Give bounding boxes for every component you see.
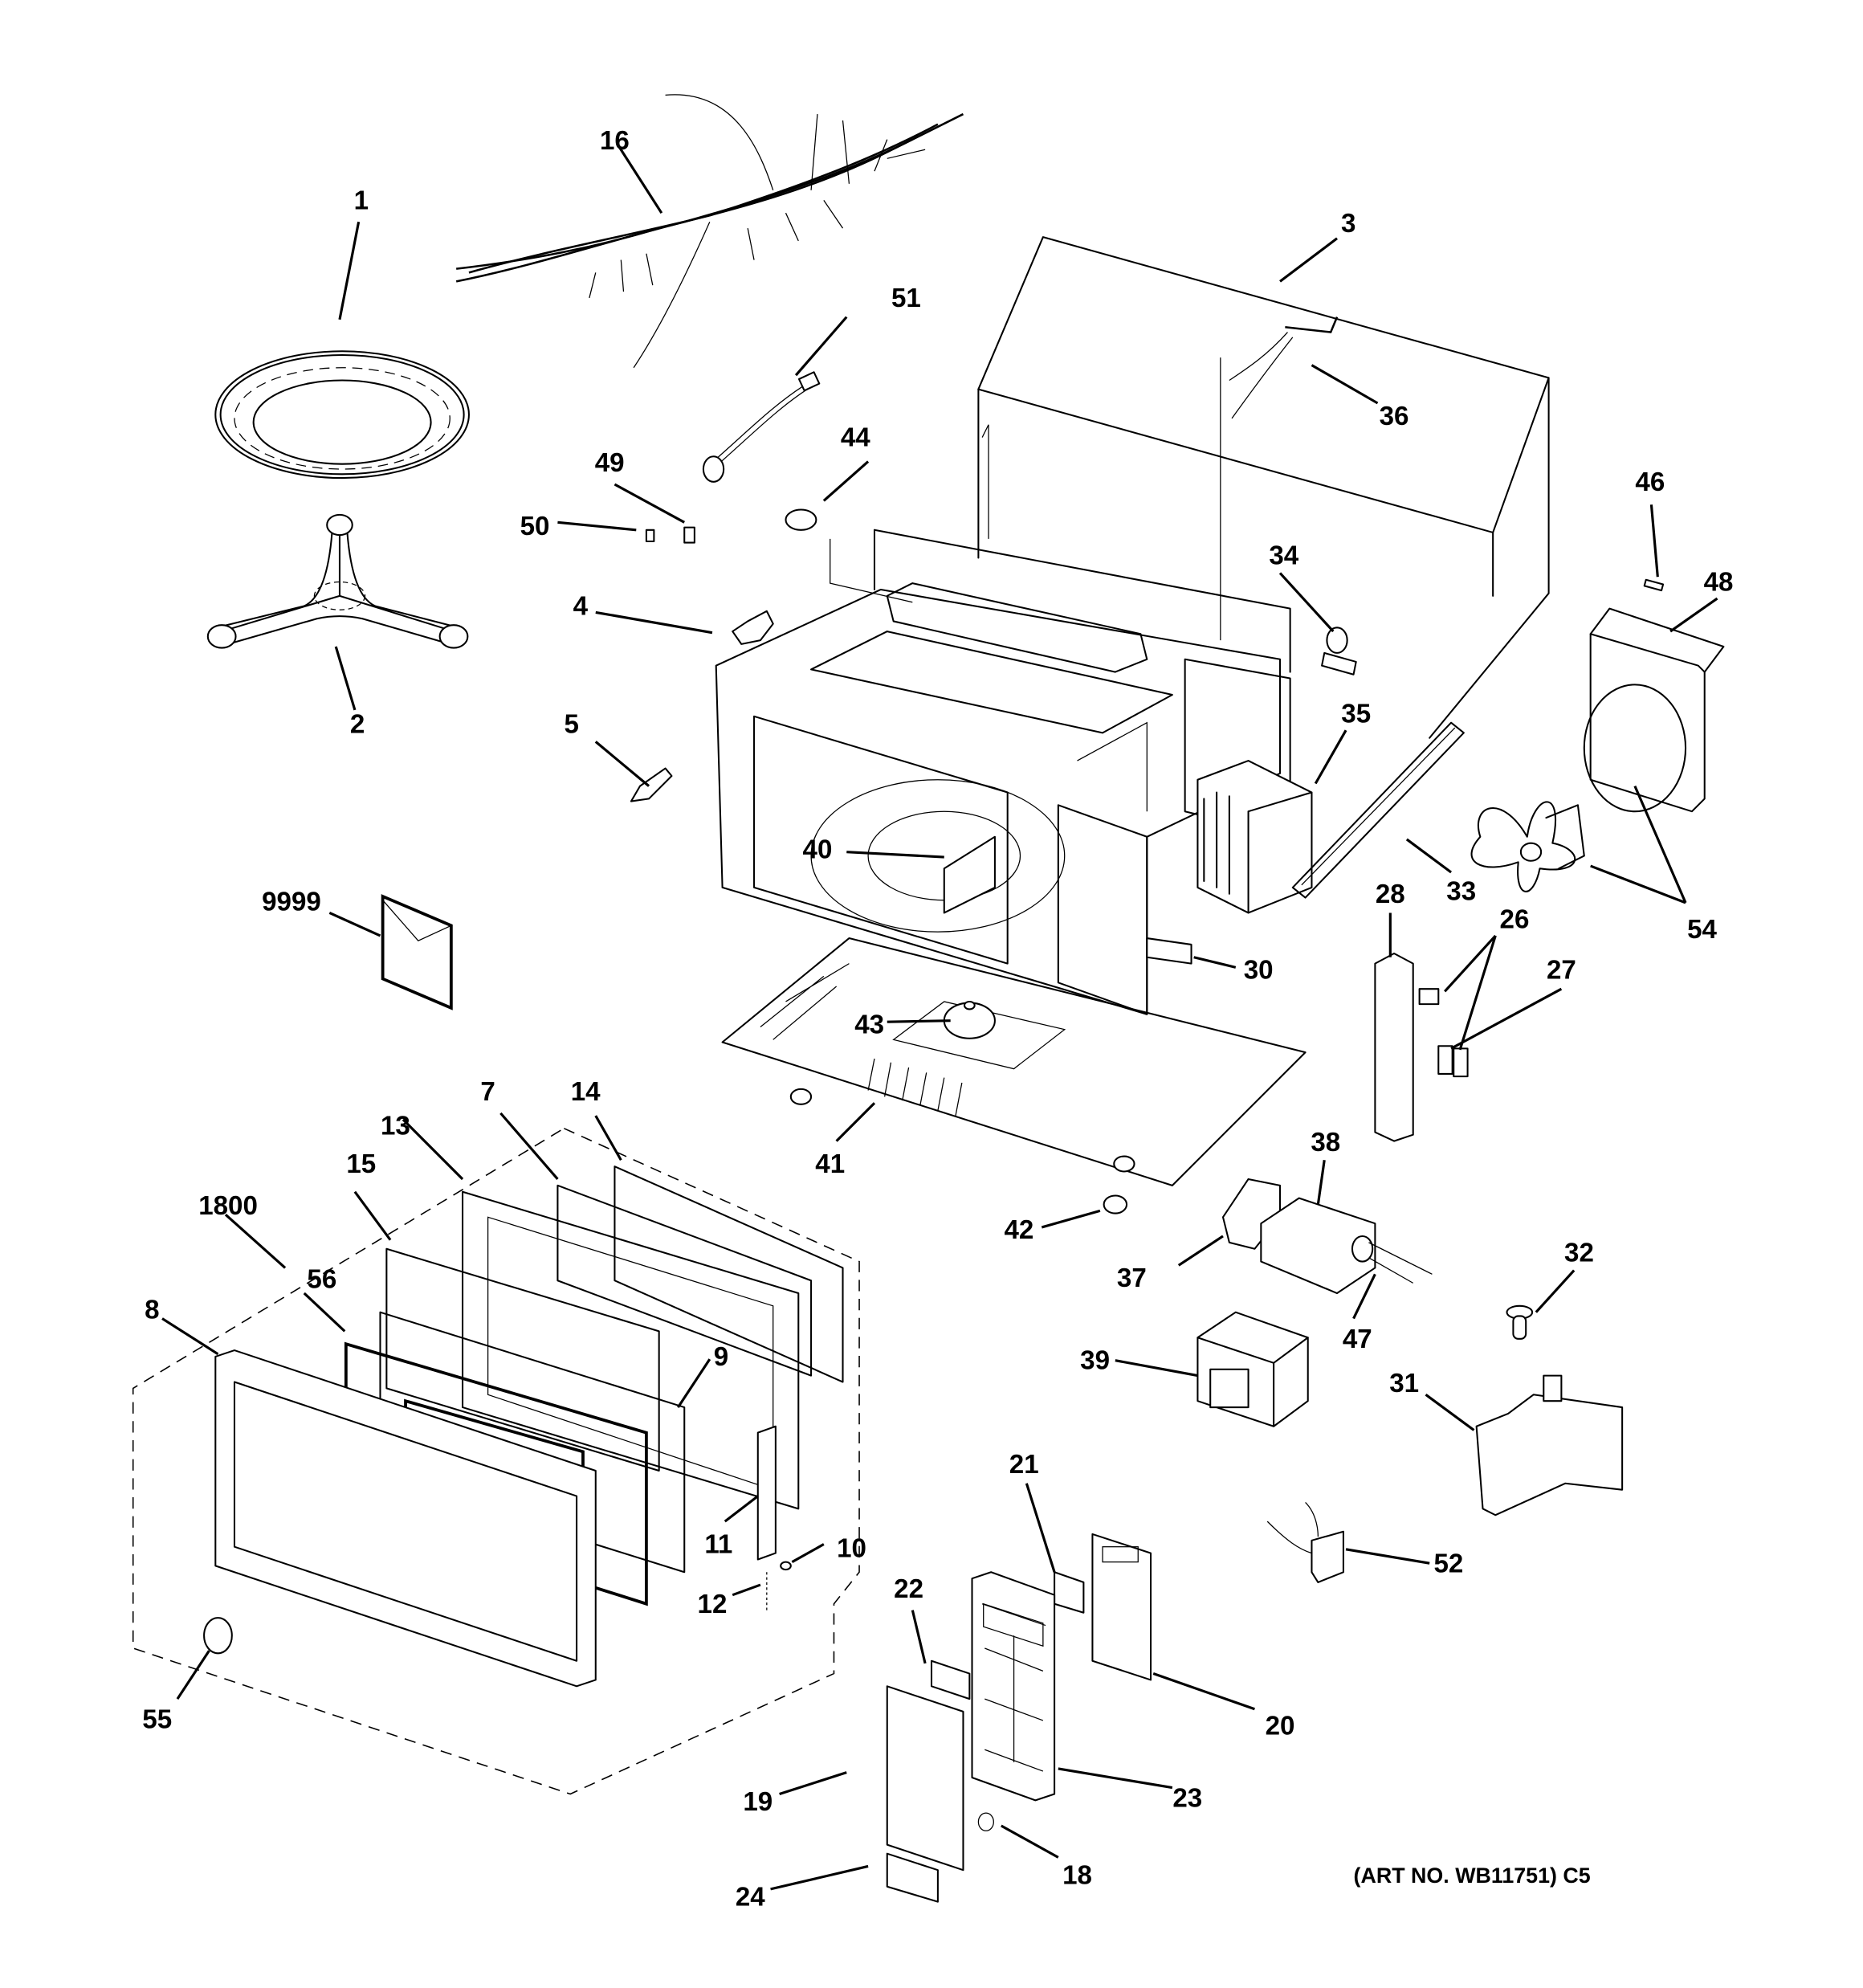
callout-door-choke: 7 <box>480 1077 495 1107</box>
callout-lamp-socket: 49 <box>595 448 625 478</box>
callout-fuse: 46 <box>1635 467 1665 497</box>
latch-board-drawing <box>1374 952 1469 1142</box>
callout-board-bracket: 21 <box>1009 1450 1039 1480</box>
callout-choke-cover: 14 <box>571 1077 601 1107</box>
callout-base-rail: 33 <box>1446 877 1476 907</box>
callout-screw: 10 <box>837 1533 866 1563</box>
lamp-drawing <box>1506 1304 1534 1340</box>
callout-literature-envelope: 9999 <box>262 887 321 916</box>
callout-thermostat: 44 <box>841 423 870 453</box>
callout-door-window: 56 <box>307 1265 336 1295</box>
foot-drawing <box>1103 1194 1128 1214</box>
envelope-drawing <box>381 894 453 1010</box>
bracket-drawing <box>1146 937 1192 965</box>
callout-door-assembly: 1800 <box>198 1191 258 1221</box>
transformer-drawing <box>1196 1311 1309 1427</box>
callout-foot: 42 <box>1004 1215 1033 1245</box>
callout-control-panel-frame: 23 <box>1172 1783 1202 1813</box>
power-cord-drawing <box>1220 316 1339 641</box>
turntable-motor-drawing <box>943 1000 996 1039</box>
callout-lamp: 32 <box>1564 1239 1594 1268</box>
callout-door-screen: 9 <box>714 1342 728 1372</box>
callout-fuse-holder: 48 <box>1704 568 1734 598</box>
sensor-drawing <box>702 371 821 483</box>
callout-sensor: 51 <box>891 284 921 313</box>
callout-clip: 50 <box>520 512 550 541</box>
callout-power-cord: 36 <box>1380 402 1409 431</box>
callout-waveguide-cover: 40 <box>803 835 833 865</box>
turntable-tray-drawing <box>214 350 470 480</box>
callout-door-panel: 13 <box>381 1112 410 1141</box>
callout-capacitor-bracket: 37 <box>1117 1263 1147 1293</box>
callout-labels: 1234578910111213141516181920212223242627… <box>142 126 1733 1912</box>
base-rail-drawing <box>1291 721 1465 899</box>
callout-release-button: 24 <box>736 1882 765 1912</box>
callout-interlock-switch: 26 <box>1500 904 1530 934</box>
callout-turntable-motor: 43 <box>854 1010 884 1039</box>
callout-outer-case: 3 <box>1341 209 1355 239</box>
callout-door-glass: 15 <box>346 1149 376 1179</box>
art-number: (ART NO. WB11751) C5 <box>1354 1863 1591 1888</box>
callout-monitor-switch: 27 <box>1547 956 1576 986</box>
lamp-socket-drawing <box>645 526 695 544</box>
oven-cavity-drawing <box>715 529 1291 1015</box>
air-duct-drawing <box>1475 1374 1624 1517</box>
base-plate-drawing <box>721 937 1307 1186</box>
callout-fan-motor-assembly: 54 <box>1687 915 1717 945</box>
callout-wire-harness: 16 <box>600 126 630 156</box>
waveguide-cover-drawing <box>943 835 996 914</box>
fan-assembly-drawing <box>1470 578 1725 892</box>
callout-display-window: 22 <box>894 1574 923 1604</box>
callout-turntable-tray: 1 <box>354 186 369 215</box>
wire-harness-drawing <box>455 94 964 369</box>
callout-transformer: 39 <box>1080 1346 1110 1376</box>
roller-support-drawing <box>206 513 469 649</box>
control-panel-drawing <box>886 1533 1152 1903</box>
callout-air-duct: 31 <box>1389 1369 1419 1398</box>
callout-roller-support: 2 <box>350 709 365 739</box>
capacitor-drawing <box>1221 1178 1433 1295</box>
callout-control-board: 20 <box>1266 1711 1295 1741</box>
magnetron-drawing <box>1196 760 1313 914</box>
callout-hinge-lower: 5 <box>565 709 579 739</box>
callout-capacitor: 38 <box>1311 1128 1340 1157</box>
thermal-cutout-drawing <box>1321 627 1357 676</box>
callout-thermal-cutout: 34 <box>1269 541 1298 570</box>
callout-hinge-upper: 4 <box>573 592 589 622</box>
callout-control-panel-cover: 19 <box>743 1787 773 1817</box>
outer-case-drawing <box>977 236 1550 739</box>
thermostat-drawing <box>785 508 913 603</box>
callout-diode: 47 <box>1343 1325 1372 1354</box>
callout-spring: 18 <box>1062 1861 1092 1891</box>
leader-lines <box>161 145 1718 1891</box>
callout-latch-board: 28 <box>1376 880 1405 909</box>
door-assembly-drawing <box>132 1127 860 1795</box>
noise-filter-drawing <box>1266 1502 1344 1583</box>
callout-door-latch: 11 <box>704 1530 732 1560</box>
callout-badge: 55 <box>142 1704 172 1734</box>
callout-noise-filter: 52 <box>1433 1549 1463 1578</box>
callout-latch-spring: 12 <box>698 1590 728 1619</box>
callout-bracket: 30 <box>1244 956 1274 986</box>
hinges-drawing <box>630 610 774 802</box>
callout-magnetron: 35 <box>1341 700 1371 729</box>
callout-door-frame: 8 <box>145 1296 159 1325</box>
callout-base-plate: 41 <box>815 1149 845 1179</box>
